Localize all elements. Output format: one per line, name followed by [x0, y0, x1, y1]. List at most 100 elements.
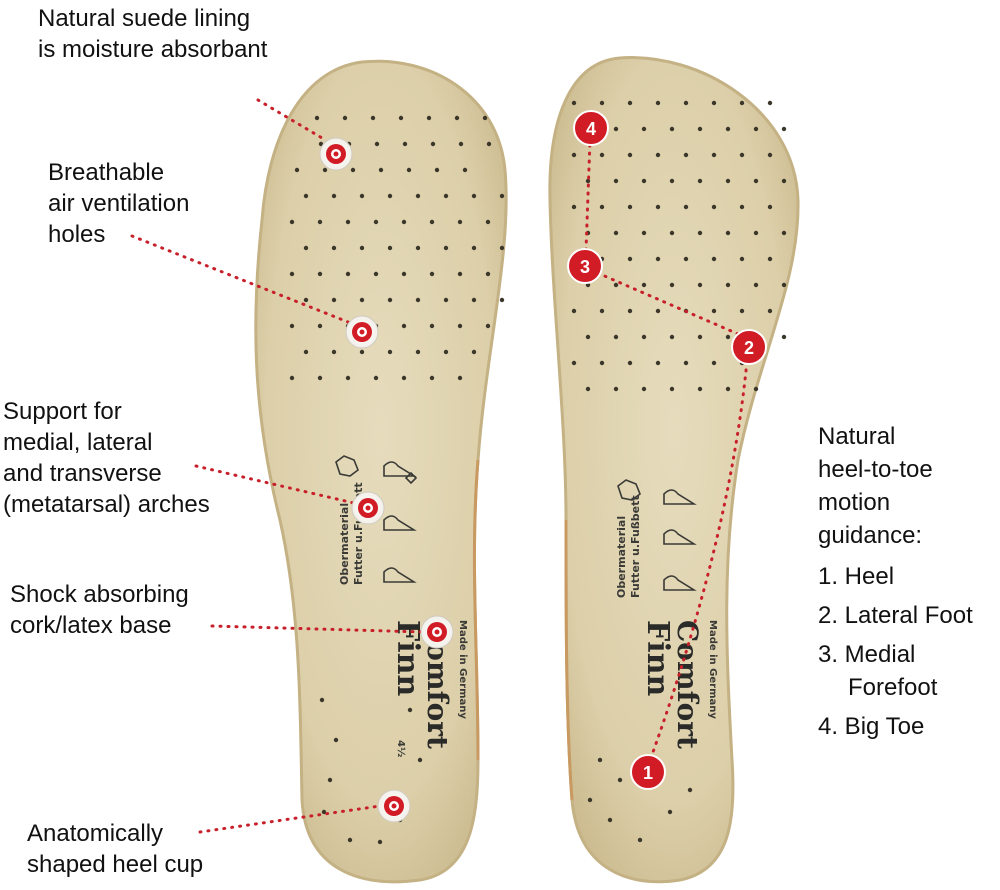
ventilation-hole [607, 817, 613, 823]
ventilation-hole [317, 375, 323, 381]
ventilation-hole [471, 349, 477, 355]
ventilation-hole [429, 375, 435, 381]
ventilation-hole [585, 282, 591, 288]
ventilation-hole [767, 308, 773, 314]
ventilation-hole [627, 204, 633, 210]
shoe-icon [663, 489, 697, 505]
svg-text:4½: 4½ [395, 740, 406, 757]
callout-line: Breathable [48, 159, 165, 186]
ventilation-hole [327, 777, 333, 783]
ventilation-hole [669, 178, 675, 184]
ventilation-hole [641, 334, 647, 340]
ventilation-hole [683, 256, 689, 262]
ventilation-hole [687, 787, 693, 793]
ventilation-hole [571, 308, 577, 314]
ventilation-hole [454, 115, 460, 121]
ventilation-hole [585, 334, 591, 340]
callout-leaders [130, 98, 750, 834]
ventilation-hole [711, 360, 717, 366]
ventilation-hole [289, 375, 295, 381]
ventilation-hole [697, 126, 703, 132]
left-cork-edge [472, 459, 480, 761]
ventilation-hole [571, 100, 577, 106]
ventilation-hole [401, 219, 407, 225]
svg-text:Finn: Finn [640, 620, 675, 697]
ventilation-hole [345, 271, 351, 277]
ventilation-hole [627, 308, 633, 314]
left-care-icons [335, 455, 418, 583]
shoe-icon [663, 575, 697, 591]
ventilation-hole [613, 178, 619, 184]
ventilation-hole [617, 777, 623, 783]
ventilation-hole [471, 245, 477, 251]
ventilation-hole [345, 219, 351, 225]
ventilation-hole [427, 727, 433, 733]
guidance-step: 2. Lateral Foot [818, 602, 973, 629]
ventilation-hole [669, 230, 675, 236]
ventilation-hole [697, 386, 703, 392]
diamond-icon [404, 471, 418, 485]
ventilation-hole [725, 386, 731, 392]
ventilation-hole [303, 297, 309, 303]
ventilation-hole [314, 115, 320, 121]
ventilation-hole [667, 809, 673, 815]
ventilation-hole [443, 193, 449, 199]
ventilation-hole [333, 737, 339, 743]
ventilation-hole [499, 297, 505, 303]
leather-icon [335, 455, 359, 477]
callout-cork-base: Shock absorbing cork/latex base [10, 579, 189, 641]
ventilation-hole [781, 126, 787, 132]
ventilation-hole [627, 100, 633, 106]
ventilation-hole [641, 178, 647, 184]
marker-4: 4 [573, 110, 609, 146]
ventilation-hole [739, 100, 745, 106]
ventilation-hole [319, 697, 325, 703]
ventilation-hole [753, 282, 759, 288]
ventilation-hole [499, 245, 505, 251]
ventilation-hole [697, 334, 703, 340]
guidance-step: 4. Big Toe [818, 713, 925, 740]
ventilation-hole [426, 115, 432, 121]
guidance-heading-line: Natural [818, 423, 896, 450]
ventilation-hole [321, 809, 327, 815]
ventilation-hole [627, 256, 633, 262]
ventilation-hole [739, 204, 745, 210]
ventilation-hole [767, 152, 773, 158]
ventilation-hole [443, 349, 449, 355]
ventilation-hole [331, 297, 337, 303]
ventilation-hole [387, 349, 393, 355]
ventilation-hole [289, 219, 295, 225]
right-insole [548, 56, 800, 884]
ventilation-hole [585, 178, 591, 184]
ventilation-hole [711, 204, 717, 210]
ventilation-hole [401, 323, 407, 329]
ventilation-hole [669, 282, 675, 288]
ventilation-hole [331, 193, 337, 199]
ventilation-hole [387, 297, 393, 303]
ventilation-hole [767, 256, 773, 262]
leader-heel [198, 804, 382, 834]
ventilation-hole [725, 334, 731, 340]
target-marker [319, 137, 353, 171]
ventilation-hole [458, 141, 464, 147]
ventilation-hole [415, 297, 421, 303]
ventilation-hole [613, 230, 619, 236]
ventilation-hole [781, 230, 787, 236]
number-markers: 1 2 3 4 [567, 110, 767, 790]
guidance-heading-line: motion [818, 489, 891, 516]
ventilation-hole [613, 334, 619, 340]
callout-line: Natural suede lining [38, 5, 251, 32]
right-care-icons [617, 479, 697, 591]
ventilation-hole [485, 271, 491, 277]
ventilation-hole [697, 282, 703, 288]
svg-text:Obermaterial: Obermaterial [338, 503, 351, 585]
ventilation-hole [599, 308, 605, 314]
callout-line: shaped heel cup [27, 851, 204, 878]
ventilation-hole [655, 152, 661, 158]
ventilation-hole [429, 271, 435, 277]
ventilation-hole [697, 230, 703, 236]
ventilation-hole [417, 757, 423, 763]
ventilation-hole [669, 126, 675, 132]
ventilation-hole [725, 126, 731, 132]
ventilation-hole [571, 204, 577, 210]
